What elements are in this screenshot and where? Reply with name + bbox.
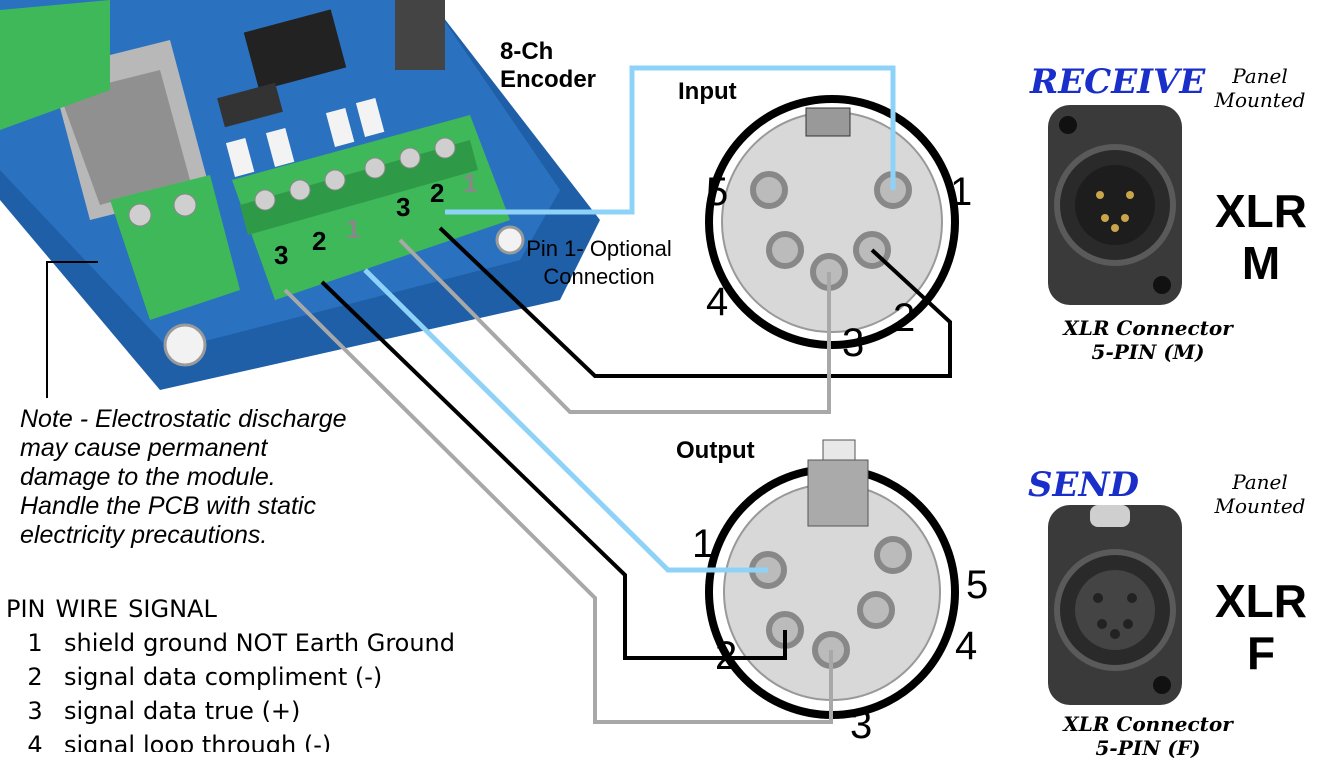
receive-xlr-type: XLR M [1215, 185, 1307, 289]
table-row: 3 signal data true (+) [6, 694, 606, 728]
table-row: 2 signal data compliment (-) [6, 660, 606, 694]
xlr-male-connector-image [1048, 105, 1182, 305]
send-title: SEND [1028, 465, 1140, 505]
encoder-label: 8-Ch Encoder [500, 38, 597, 93]
pin-number: 1 [27, 629, 43, 657]
input-true-wire [398, 238, 831, 414]
input-pin-label-1: 1 [950, 170, 973, 214]
output-pin-label-1: 1 [692, 522, 715, 566]
output-pin-5 [874, 536, 912, 574]
optional-connection-note: Pin 1- Optional Connection [526, 236, 672, 289]
pin-header: PIN [6, 595, 46, 623]
input-compliment-wire [438, 226, 952, 378]
pin-table: PIN WIRE SIGNAL 1 shield ground NOT Eart… [6, 592, 606, 752]
wire-type: signal [64, 697, 135, 725]
input-pin-5 [750, 171, 788, 209]
pin-table-header: PIN WIRE SIGNAL [6, 592, 606, 626]
pin-number: 4 [27, 731, 43, 752]
table-row: 4 signal loop through (-) [6, 728, 606, 752]
output-pin-label-5: 5 [966, 563, 989, 607]
terminal-number-a1: 1 [346, 214, 361, 244]
wire-type: signal [64, 731, 135, 752]
input-shield-wire [445, 65, 896, 215]
input-label: Input [678, 78, 737, 105]
output-true-wire [283, 288, 833, 724]
send-xlr-type: XLR F [1215, 575, 1307, 679]
receive-mount-note: Panel Mounted [1214, 64, 1306, 112]
esd-pointer-line [46, 261, 98, 398]
wire-type: signal [64, 663, 135, 691]
input-pin-label-2: 2 [893, 296, 916, 340]
output-shield-wire [363, 268, 768, 573]
signal-description: loop through (-) [143, 731, 332, 752]
table-row: 1 shield ground NOT Earth Ground [6, 626, 606, 660]
output-pin-label-4: 4 [955, 624, 978, 668]
terminal-number-a3: 3 [274, 240, 289, 270]
output-pin-label-2: 2 [715, 634, 738, 678]
receive-caption: XLR Connector 5-PIN (M) [1063, 316, 1233, 364]
signal-description: ground NOT Earth Ground [143, 629, 456, 657]
terminal-number-a2: 2 [312, 226, 327, 256]
input-connector-key [805, 107, 851, 137]
wire-header: WIRE [55, 595, 119, 623]
esd-note: Note - Electrostatic discharge may cause… [20, 405, 347, 549]
signal-header: SIGNAL [128, 595, 217, 623]
output-connector-key [822, 439, 856, 463]
pin-number: 2 [27, 663, 43, 691]
terminal-number-b1: 1 [463, 168, 478, 198]
input-pin-4 [766, 231, 804, 269]
wire-type: shield [64, 629, 136, 657]
output-compliment-wire [320, 280, 787, 660]
send-mount-note: Panel Mounted [1214, 470, 1306, 518]
send-caption: XLR Connector 5-PIN (F) [1063, 712, 1233, 760]
pin-number: 3 [27, 697, 43, 725]
input-pin-label-5: 5 [706, 170, 729, 214]
output-label: Output [676, 437, 755, 464]
output-pin-label-3: 3 [850, 703, 873, 747]
signal-description: data compliment (-) [143, 663, 383, 691]
signal-description: data true (+) [143, 697, 301, 725]
input-pin-label-4: 4 [706, 280, 729, 324]
input-pin-label-3: 3 [842, 321, 865, 365]
output-pin-4 [857, 591, 895, 629]
receive-title: RECEIVE [1030, 62, 1206, 102]
terminal-number-b3: 3 [396, 192, 411, 222]
terminal-number-b2: 2 [430, 178, 445, 208]
xlr-female-connector-image [1048, 505, 1182, 705]
